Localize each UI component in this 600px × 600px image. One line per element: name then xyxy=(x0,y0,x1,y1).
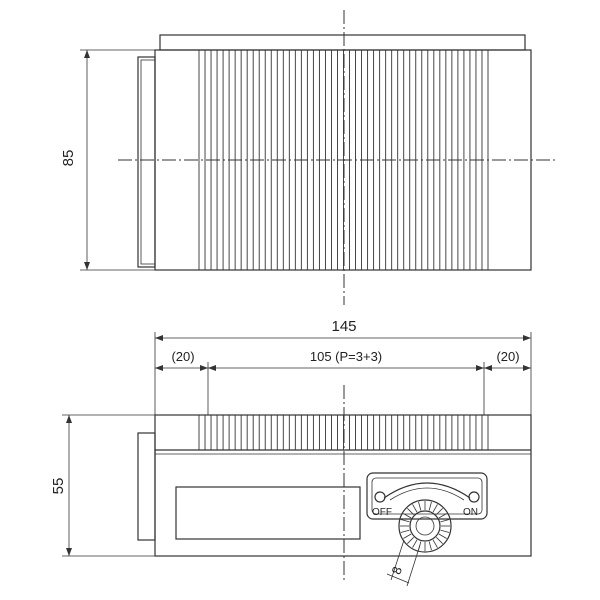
front-fins xyxy=(198,415,489,450)
top-lip xyxy=(159,34,526,51)
switch-arc xyxy=(383,482,471,499)
switch-frame xyxy=(366,472,488,520)
top-view: 85 xyxy=(60,10,555,305)
knob-rib xyxy=(432,539,438,548)
top-left-block xyxy=(137,56,156,268)
knob-hub xyxy=(415,516,435,536)
switch-pivot-right xyxy=(468,491,480,503)
knob-rib xyxy=(418,501,422,511)
dim-pitch-span: 105 (P=3+3) xyxy=(310,349,382,364)
knob-rib xyxy=(403,533,412,539)
knob-rib xyxy=(438,533,447,539)
knob-rib xyxy=(400,529,410,533)
dim-knob-size: 8 xyxy=(388,564,405,576)
knob-dim-ext-2 xyxy=(406,544,421,587)
knob-dim-ext-1 xyxy=(390,539,405,581)
knob-rib xyxy=(436,508,443,515)
dim-height-front: 55 xyxy=(50,478,67,495)
knob-rib xyxy=(403,513,412,519)
knob-inner xyxy=(409,510,441,542)
label-window xyxy=(175,486,361,540)
switch-pivot-left xyxy=(374,491,386,503)
knob-rib xyxy=(428,541,432,551)
knob-rib xyxy=(436,537,443,544)
switch-on-label: ON xyxy=(463,507,478,518)
dim-right-margin: (20) xyxy=(496,349,519,364)
dim-total-width: 145 xyxy=(331,318,356,335)
knob-rib xyxy=(412,504,418,513)
front-view: 145 (20) 105 (P=3+3) (20) OFF xyxy=(50,318,532,587)
knob-rib xyxy=(438,513,447,519)
top-left-block-inner xyxy=(140,59,156,265)
dim-left-margin: (20) xyxy=(171,349,194,364)
front-left-block xyxy=(137,432,156,541)
knob-rib xyxy=(407,508,414,515)
knob-rib xyxy=(407,537,414,544)
switch-housing: OFF ON xyxy=(366,472,488,520)
knob-ribs xyxy=(400,501,450,551)
switch-arc-inner xyxy=(389,487,465,501)
knob-rib xyxy=(428,501,432,511)
switch-frame-inner xyxy=(371,477,483,515)
knob: 8 xyxy=(386,499,452,587)
knob-rib xyxy=(440,529,450,533)
knob-rib xyxy=(440,519,450,523)
switch-off-label: OFF xyxy=(372,507,392,518)
knob-rib xyxy=(432,504,438,513)
knob-rib xyxy=(412,539,418,548)
knob-outer xyxy=(398,499,452,553)
dim-height-top: 85 xyxy=(60,150,77,167)
knob-rib xyxy=(400,519,410,523)
knob-dim-line xyxy=(386,573,410,584)
